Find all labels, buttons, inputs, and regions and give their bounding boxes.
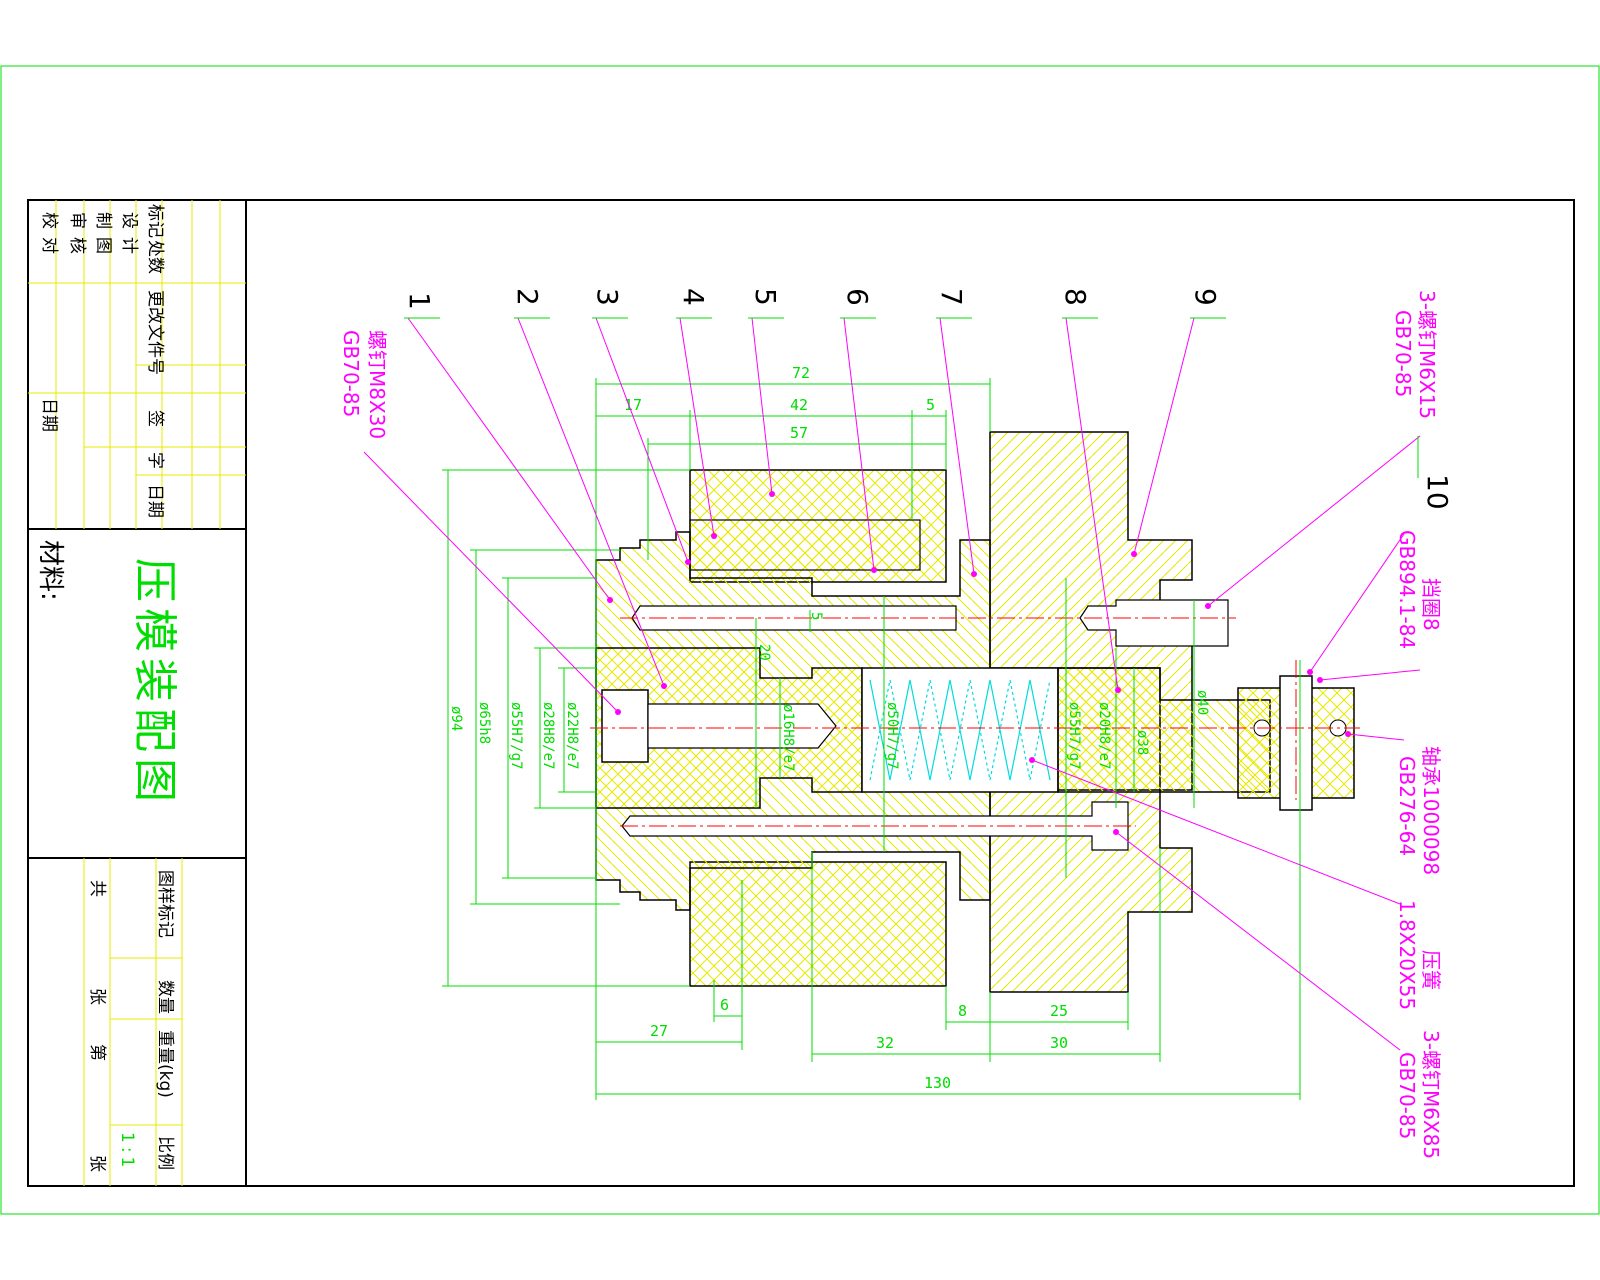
scale-value: 1:1 [117, 1132, 137, 1171]
sheet-label-2: 张 [87, 1155, 107, 1172]
callout-bearing-line2: GB276-64 [1395, 756, 1419, 856]
total-label: 共 [87, 880, 107, 897]
callout-spring-line2: 1.8X20X55 [1395, 900, 1419, 1010]
dim-5-inner: 5 [808, 612, 824, 620]
balloon-1: 1 [403, 292, 436, 310]
upper-screw-m6x15 [1079, 599, 1229, 647]
leader-lines [363, 317, 1421, 1051]
callout-screw-m6x15-line1: 3-螺钉M6X15 [1415, 290, 1439, 419]
callout-ring-line1: 挡圈8 [1419, 578, 1443, 631]
dim-d40: ø40 [1194, 690, 1210, 715]
callout-bearing-line1: 轴承1000098 [1419, 746, 1443, 875]
rev-header-sign: 签 [145, 410, 165, 427]
dim-27: 27 [650, 1022, 668, 1040]
rev-header-char: 字 [145, 452, 165, 469]
callout-ring-line2: GB894.1-84 [1395, 530, 1419, 649]
scale-label: 比例 [155, 1136, 175, 1170]
callout-screw-m6x85-line1: 3-螺钉M6X85 [1419, 1030, 1443, 1159]
balloon-2: 2 [511, 288, 544, 306]
dim-8: 8 [958, 1002, 967, 1020]
dim-42: 42 [790, 396, 808, 414]
sheet-label: 张 [87, 988, 107, 1005]
quantity-label: 数量 [155, 980, 175, 1014]
dim-d65h8: ø65h8 [476, 702, 492, 744]
balloon-7: 7 [935, 288, 968, 306]
inner-frame [27, 199, 1575, 1187]
dim-d38: ø38 [1134, 730, 1150, 755]
outer-frame [0, 65, 1600, 1215]
role-draw: 制图 [93, 212, 113, 262]
dim-72: 72 [792, 364, 810, 382]
ring-bottom [689, 861, 947, 987]
dim-d55: ø55H7/g7 [508, 702, 524, 769]
callout-screw-m6x15-line2: GB70-85 [1391, 310, 1415, 397]
dim-d50: ø50H7/g7 [884, 702, 900, 769]
balloon-3: 3 [591, 288, 624, 306]
dim-130: 130 [924, 1074, 951, 1092]
material-label: 材料: [35, 540, 65, 601]
sleeve-top [689, 519, 921, 571]
date-label: 日期 [39, 398, 59, 432]
page-label: 第 [87, 1044, 107, 1061]
dim-d16: ø16H8/e7 [780, 704, 796, 771]
role-design: 设计 [119, 212, 139, 262]
screw-m8-shank [647, 703, 837, 749]
balloon-4: 4 [677, 288, 710, 306]
rev-header-count: 处数 [145, 240, 165, 274]
dim-d55-inner: ø55H7/g7 [1066, 702, 1082, 769]
balloon-5: 5 [749, 288, 782, 306]
callout-screw-m6x85-line2: GB70-85 [1395, 1052, 1419, 1139]
drawing-title: 压模装配图 [129, 558, 180, 808]
rev-header-mark: 标记 [145, 204, 165, 238]
dim-17: 17 [624, 396, 642, 414]
rev-header-date: 日期 [145, 484, 165, 518]
balloon-8: 8 [1059, 288, 1092, 306]
role-review: 审核 [67, 212, 87, 262]
dim-25: 25 [1050, 1002, 1068, 1020]
title-block: 标记 处数 更改文件号 签 字 日期 设计 制图 审核 校对 日期 材料: 压模… [28, 200, 246, 1186]
dim-20: 20 [756, 644, 772, 661]
leader-dots [607, 491, 1351, 835]
balloon-10: 10 [1421, 474, 1454, 510]
dim-d20: ø20H8/e7 [1096, 702, 1112, 769]
dim-57: 57 [790, 424, 808, 442]
rev-header-change-doc: 更改文件号 [145, 290, 165, 375]
role-check: 校对 [39, 212, 59, 262]
dimension-lines [442, 378, 1301, 1100]
dim-5-top: 5 [926, 396, 935, 414]
callout-spring-line1: 压簧 [1419, 950, 1443, 990]
screw-m8-head [601, 689, 649, 763]
dim-6: 6 [720, 996, 729, 1014]
dim-d22: ø22H8/e7 [564, 702, 580, 769]
dim-d94: ø94 [448, 706, 464, 731]
callout-screw-m8-line2: GB70-85 [339, 330, 363, 417]
dim-d28: ø28H8/e7 [540, 702, 556, 769]
weight-label: 重量(kg) [155, 1030, 175, 1098]
dim-32: 32 [876, 1034, 894, 1052]
callout-screw-m8-line1: 螺钉M8X30 [365, 330, 389, 439]
dim-30: 30 [1050, 1034, 1068, 1052]
mark-label: 图样标记 [155, 870, 175, 938]
balloon-6: 6 [841, 288, 874, 306]
balloon-9: 9 [1189, 288, 1222, 306]
assembly-section [590, 431, 1360, 993]
